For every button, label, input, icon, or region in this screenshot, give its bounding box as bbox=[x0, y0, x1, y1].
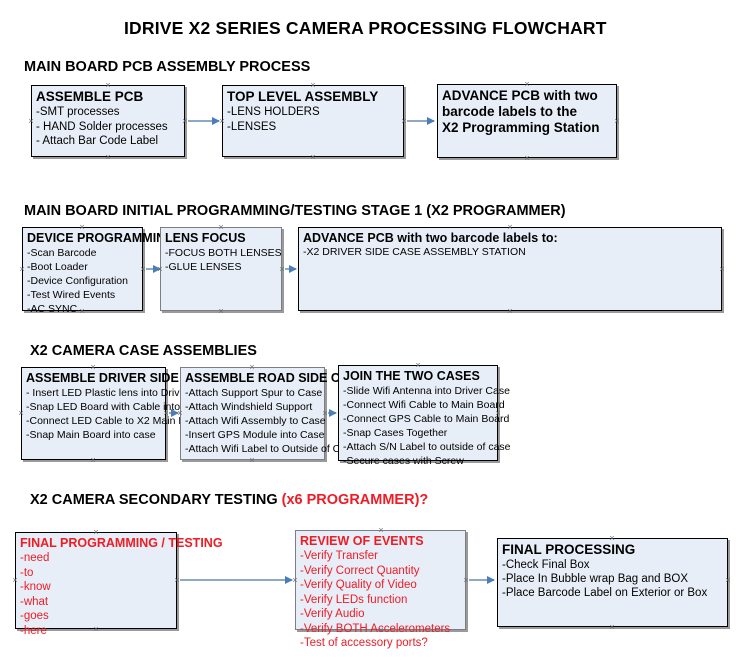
node-line: -Check Final Box bbox=[502, 559, 590, 571]
node-line: - HAND Solder processes bbox=[36, 120, 168, 133]
section-heading-accent: (x6 PROGRAMMER)? bbox=[281, 492, 429, 508]
node-line-overflow: -Test of accessory ports? bbox=[300, 637, 428, 649]
node-line: -SMT processes bbox=[36, 106, 120, 118]
node-line: -goes bbox=[20, 610, 49, 622]
node-review-of-events[interactable]: REVIEW OF EVENTS -Verify Transfer -Verif… bbox=[295, 530, 466, 649]
node-line: -Connect LED Cable to X2 Main Board bbox=[26, 415, 207, 427]
node-line: -Attach Wifi Label to Outside of Case bbox=[185, 443, 358, 455]
connector-top-level-to-advance-pcb[interactable] bbox=[407, 116, 435, 125]
node-body: -Slide Wifi Antenna into Driver Case -Co… bbox=[343, 384, 511, 468]
node-body: -need -to -know -what -goes -here bbox=[20, 551, 172, 638]
node-top-level-assembly[interactable]: TOP LEVEL ASSEMBLY -LENS HOLDERS -LENSES bbox=[222, 85, 404, 157]
node-final-processing[interactable]: FINAL PROCESSING -Check Final Box -Place… bbox=[497, 538, 728, 627]
node-line: -Scan Barcode bbox=[27, 247, 97, 259]
node-line: X2 Programming Station bbox=[442, 120, 600, 135]
node-assemble-road-side-case[interactable]: ASSEMBLE ROAD SIDE CASE -Attach Support … bbox=[180, 367, 366, 460]
node-line: -X2 DRIVER SIDE CASE ASSEMBLY STATION bbox=[303, 246, 526, 258]
node-advance-pcb-to-driver-side-case[interactable]: ADVANCE PCB with two barcode labels to: … bbox=[298, 227, 722, 311]
node-body: -LENS HOLDERS -LENSES bbox=[227, 105, 399, 134]
node-assemble-driver-side-case[interactable]: ASSEMBLE DRIVER SIDE CASE - Insert LED P… bbox=[21, 367, 218, 460]
node-line: -Snap Main Board into case bbox=[26, 429, 156, 441]
node-line: -here bbox=[20, 624, 47, 637]
node-line: - Insert LED Plastic lens into Driver Ca… bbox=[26, 387, 217, 399]
node-device-programming[interactable]: DEVICE PROGRAMMING -Scan Barcode -Boot L… bbox=[22, 227, 175, 315]
node-body: -Check Final Box -Place In Bubble wrap B… bbox=[502, 558, 723, 600]
node-line: -know bbox=[20, 581, 51, 593]
connector-road-case-to-join-cases[interactable] bbox=[328, 408, 337, 417]
node-line: -Attach Support Spur to Case bbox=[185, 387, 323, 399]
node-line: -Insert GPS Module into Case bbox=[185, 429, 325, 441]
node-title: TOP LEVEL ASSEMBLY bbox=[227, 89, 379, 104]
node-line: -FOCUS BOTH LENSES bbox=[165, 247, 282, 259]
node-advance-pcb-to-programming-station[interactable]: ADVANCE PCB with two barcode labels to t… bbox=[437, 84, 617, 158]
node-body: -Verify Transfer -Verify Correct Quantit… bbox=[300, 549, 461, 651]
node-title: LENS FOCUS bbox=[165, 231, 246, 245]
node-body: -Scan Barcode -Boot Loader -Device Confi… bbox=[27, 246, 138, 316]
node-join-the-two-cases[interactable]: JOIN THE TWO CASES -Slide Wifi Antenna i… bbox=[338, 365, 511, 467]
node-line: - Attach Bar Code Label bbox=[36, 135, 159, 147]
node-line: -to bbox=[20, 566, 34, 579]
connector-review-of-events-to-final-processing[interactable] bbox=[469, 575, 495, 584]
node-line: -LENS HOLDERS bbox=[227, 106, 320, 118]
node-line: -Attach Windshield Support bbox=[185, 401, 313, 413]
section-heading-main-board-initial-programming: MAIN BOARD INITIAL PROGRAMMING/TESTING S… bbox=[24, 203, 566, 219]
node-title: ADVANCE PCB with two bbox=[442, 88, 598, 103]
node-line: -GLUE LENSES bbox=[165, 261, 242, 273]
node-line: -need bbox=[20, 552, 50, 564]
node-title: DEVICE PROGRAMMING bbox=[27, 231, 175, 245]
connector-final-programming-to-review-of-events[interactable] bbox=[180, 575, 293, 584]
node-line: -Verify Transfer bbox=[300, 550, 378, 562]
node-lens-focus[interactable]: LENS FOCUS -FOCUS BOTH LENSES -GLUE LENS… bbox=[160, 227, 282, 311]
node-title: FINAL PROCESSING bbox=[502, 542, 636, 557]
node-line: -Connect Wifi Cable to Main Board bbox=[343, 399, 505, 411]
node-body: -Attach Support Spur to Case -Attach Win… bbox=[185, 386, 358, 456]
node-assemble-pcb[interactable]: ASSEMBLE PCB -SMT processes - HAND Solde… bbox=[31, 85, 185, 157]
node-title: ASSEMBLE PCB bbox=[36, 89, 144, 104]
node-line: -Place In Bubble wrap Bag and BOX bbox=[502, 573, 689, 585]
node-line: -Verify Quality of Video bbox=[300, 579, 417, 591]
node-title: ASSEMBLE DRIVER SIDE CASE bbox=[26, 371, 218, 385]
connector-assemble-pcb-to-top-level[interactable] bbox=[188, 116, 220, 125]
node-line: -Secure cases with Screw bbox=[343, 455, 464, 467]
node-line: -Device Configuration bbox=[27, 275, 128, 287]
connector-lens-focus-to-advance-pcb[interactable] bbox=[285, 264, 297, 273]
node-line: -Verify LEDs function bbox=[300, 593, 408, 606]
node-line: -Attach Wifi Assembly to Case bbox=[185, 415, 326, 427]
node-body: -SMT processes - HAND Solder processes -… bbox=[36, 105, 180, 149]
node-line: -Verify Correct Quantity bbox=[300, 564, 420, 577]
section-heading-text: X2 CAMERA SECONDARY TESTING bbox=[30, 492, 282, 508]
section-heading-main-board-pcb-assembly: MAIN BOARD PCB ASSEMBLY PROCESS bbox=[24, 59, 311, 75]
node-line: -Snap Cases Together bbox=[343, 427, 448, 439]
section-heading-x2-camera-secondary-testing: X2 CAMERA SECONDARY TESTING (x6 PROGRAMM… bbox=[30, 492, 428, 508]
node-line: -Connect GPS Cable to Main Board bbox=[343, 413, 510, 425]
node-title: FINAL PROGRAMMING / TESTING bbox=[20, 536, 223, 550]
node-line: barcode labels to the bbox=[442, 104, 578, 119]
node-line: -Verify BOTH Accelerometers bbox=[300, 622, 451, 635]
node-line: -what bbox=[20, 595, 49, 608]
node-line: -AC SYNC bbox=[27, 303, 78, 315]
node-title: ASSEMBLE ROAD SIDE CASE bbox=[185, 371, 366, 385]
connector-driver-case-to-road-case[interactable] bbox=[169, 408, 179, 417]
node-line: -Place Barcode Label on Exterior or Box bbox=[502, 587, 708, 599]
node-line: -Verify Audio bbox=[300, 608, 365, 620]
node-title: ADVANCE PCB with two barcode labels to: bbox=[303, 231, 558, 245]
page-title: IDRIVE X2 SERIES CAMERA PROCESSING FLOWC… bbox=[124, 18, 607, 38]
section-heading-x2-camera-case-assemblies: X2 CAMERA CASE ASSEMBLIES bbox=[30, 343, 257, 359]
node-body: barcode labels to the X2 Programming Sta… bbox=[442, 104, 612, 136]
node-body: - Insert LED Plastic lens into Driver Ca… bbox=[26, 386, 217, 442]
node-line: -Test Wired Events bbox=[27, 289, 116, 301]
node-line: -LENSES bbox=[227, 120, 277, 133]
node-final-programming-testing[interactable]: FINAL PROGRAMMING / TESTING -need -to -k… bbox=[15, 532, 223, 637]
node-line: -Boot Loader bbox=[27, 261, 88, 273]
node-title: JOIN THE TWO CASES bbox=[343, 369, 480, 383]
node-body: -X2 DRIVER SIDE CASE ASSEMBLY STATION bbox=[303, 246, 717, 260]
node-body: -FOCUS BOTH LENSES -GLUE LENSES bbox=[165, 246, 282, 274]
connector-device-programming-to-lens-focus[interactable] bbox=[146, 264, 161, 273]
node-line: -Snap LED Board with Cable into Case bbox=[26, 401, 208, 413]
node-title: REVIEW OF EVENTS bbox=[300, 534, 424, 548]
node-line: -Attach S/N Label to outside of case bbox=[343, 441, 511, 453]
node-line: -Slide Wifi Antenna into Driver Case bbox=[343, 385, 510, 397]
